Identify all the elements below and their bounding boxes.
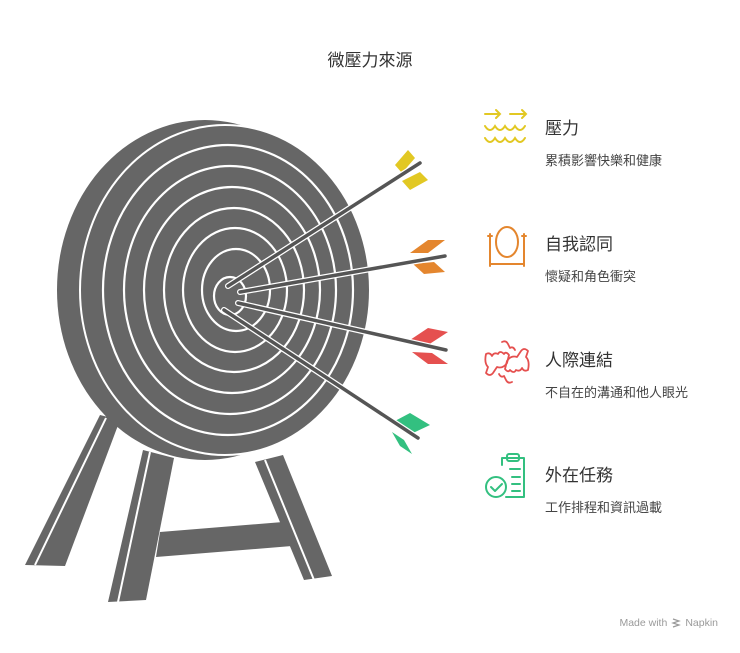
item-description: 累積影響快樂和健康: [545, 154, 663, 169]
clipboard-check-icon: [485, 453, 525, 498]
arrow-orange: [237, 240, 448, 295]
item-heading: 人際連結: [545, 351, 613, 371]
arrow-yellow: [225, 150, 428, 289]
arrow-green: [221, 307, 430, 454]
item-description: 工作排程和資訊過載: [545, 501, 663, 516]
item-description: 懷疑和角色衝突: [545, 270, 637, 285]
mirror-icon: [487, 226, 527, 267]
item-heading: 自我認同: [545, 235, 613, 255]
arrows-waves-icon: [484, 109, 528, 143]
item-heading: 外在任務: [545, 466, 613, 486]
napkin-logo-icon: [671, 618, 682, 628]
made-with-label: Made with: [619, 617, 668, 629]
target-stand: [25, 415, 332, 603]
item-heading: 壓力: [545, 119, 579, 139]
item-description: 不自在的溝通和他人眼光: [545, 386, 689, 401]
hands-icon: [484, 340, 530, 384]
diagram-title: 微壓力來源: [327, 51, 413, 71]
brand-label: Napkin: [685, 617, 718, 629]
arrow-red: [235, 300, 449, 364]
napkin-watermark: Made with Napkin: [619, 617, 718, 629]
target-face: [79, 124, 371, 456]
